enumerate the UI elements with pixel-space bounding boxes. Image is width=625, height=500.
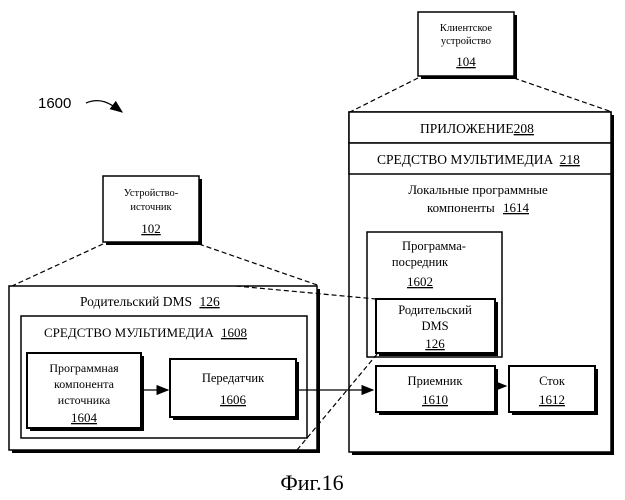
diagram-ref-arrow — [86, 101, 122, 112]
transmitter-ref: 1606 — [220, 392, 247, 407]
application-label: ПРИЛОЖЕНИЕ — [420, 121, 514, 136]
media-left-ref: 1608 — [221, 325, 247, 340]
source-component: Программная компонента источника 1604 — [27, 353, 144, 431]
sink-label: Сток — [539, 374, 566, 388]
parent-dms-right: Родительский DMS 126 — [376, 299, 498, 356]
receiver: Приемник 1610 — [376, 366, 498, 415]
receiver-label: Приемник — [408, 374, 464, 388]
local-components-ref: 1614 — [503, 200, 530, 215]
media-right-bar: СРЕДСТВО МУЛЬТИМЕДИА 218 — [349, 143, 611, 174]
application-ref: 208 — [514, 121, 535, 136]
source-device-label-1: Устройство- — [124, 188, 179, 199]
proxy-label-1: Программа- — [402, 239, 466, 253]
parent-dms-right-label-2: DMS — [421, 319, 448, 333]
source-component-label-3: источника — [58, 393, 111, 407]
transmitter: Передатчик 1606 — [170, 359, 299, 420]
client-device-ref: 104 — [456, 54, 476, 69]
receiver-ref: 1610 — [422, 392, 448, 407]
source-component-label-1: Программная — [49, 361, 119, 375]
diagram-ref-number: 1600 — [38, 95, 71, 112]
media-right-label: СРЕДСТВО МУЛЬТИМЕДИА — [377, 152, 553, 167]
dash-client-right — [514, 78, 612, 112]
source-device-ref: 102 — [141, 221, 161, 236]
sink: Сток 1612 — [509, 366, 598, 415]
local-components-label-2: компоненты — [427, 200, 495, 215]
client-device-label-2: устройство — [441, 36, 491, 47]
diagram-ref-label: 1600 — [38, 95, 122, 112]
svg-text:СРЕДСТВО МУЛЬТИМЕДИА 160: СРЕДСТВО МУЛЬТИМЕДИА 1608 — [44, 325, 247, 340]
svg-text:ПРИЛОЖЕНИЕ208: ПРИЛОЖЕНИЕ208 — [420, 121, 534, 136]
source-device: Устройство- источник 102 — [103, 176, 202, 245]
figure-caption: Фиг.16 — [280, 470, 343, 495]
proxy-label-2: посредник — [392, 255, 449, 269]
media-right-ref: 218 — [560, 152, 581, 167]
parent-dms-right-ref: 126 — [425, 336, 445, 351]
proxy-ref: 1602 — [407, 274, 433, 289]
dash-source-left — [12, 244, 103, 286]
dash-source-right — [199, 244, 320, 286]
source-component-ref: 1604 — [71, 410, 98, 425]
sink-ref: 1612 — [539, 392, 565, 407]
parent-dms-left-ref: 126 — [199, 294, 220, 309]
parent-dms-right-label-1: Родительский — [398, 303, 472, 317]
source-device-label-2: источник — [130, 202, 172, 213]
local-components-label-1: Локальные программные — [408, 182, 548, 197]
source-component-label-2: компонента — [54, 377, 115, 391]
client-device-label-1: Клиентское — [440, 23, 492, 34]
media-left-label: СРЕДСТВО МУЛЬТИМЕДИА — [44, 325, 214, 340]
svg-text:компоненты 1614: компоненты 1614 — [427, 200, 529, 215]
client-device: Клиентское устройство 104 — [418, 12, 517, 79]
svg-text:СРЕДСТВО МУЛЬТИМЕДИА 218: СРЕДСТВО МУЛЬТИМЕДИА 218 — [377, 152, 580, 167]
application-bar: ПРИЛОЖЕНИЕ208 — [349, 112, 611, 143]
svg-text:Родительский DMS 126: Родительский DMS 126 — [80, 294, 220, 309]
parent-dms-left-label: Родительский DMS — [80, 294, 192, 309]
transmitter-label: Передатчик — [202, 371, 265, 385]
dash-client-left — [350, 78, 418, 112]
